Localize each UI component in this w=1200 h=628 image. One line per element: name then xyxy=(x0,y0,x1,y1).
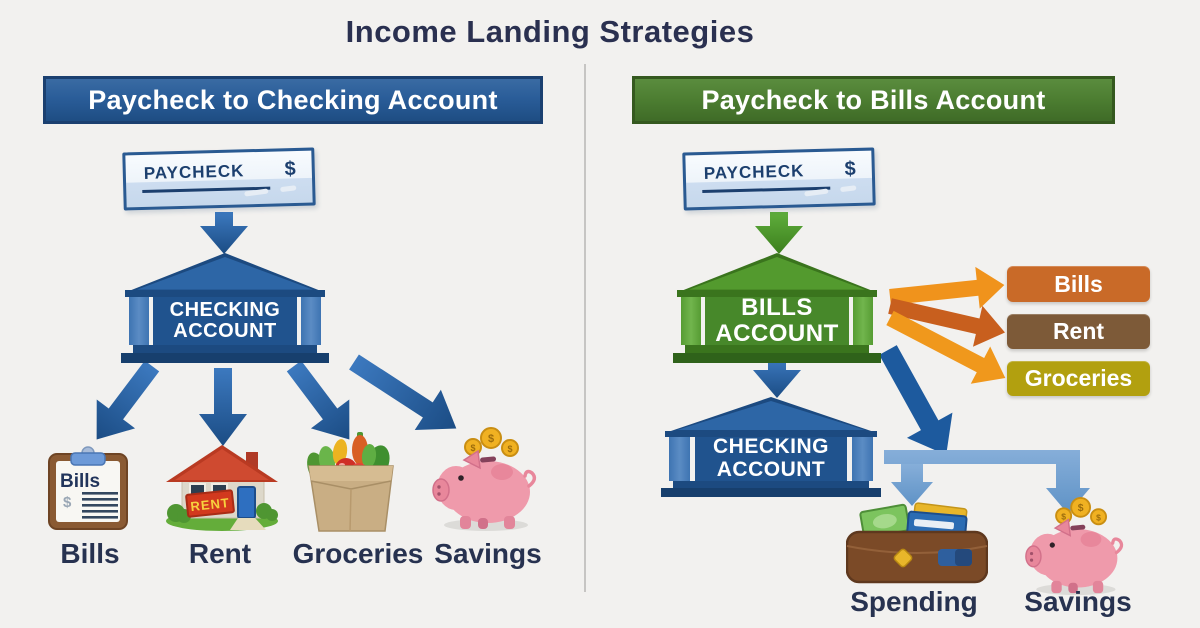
bank-column xyxy=(681,297,701,346)
house-bushes xyxy=(167,503,278,523)
arrow-bills-account-to-checking xyxy=(753,358,801,398)
tag-groceries: Groceries xyxy=(1007,361,1150,396)
wallet-clasp xyxy=(893,548,913,568)
arrow-bills-account-to-bills-tag xyxy=(889,266,1005,309)
bank-column xyxy=(851,437,873,481)
paycheck-currency: $ xyxy=(284,157,297,181)
paycheck-left: PAYCHECK $ xyxy=(122,147,316,211)
arrow-paycheck-to-bills-account xyxy=(755,212,803,254)
spending-wallet-icon xyxy=(846,502,988,584)
paycheck-right: PAYCHECK $ xyxy=(682,147,876,211)
bills-clipboard-icon: Bills $ xyxy=(48,446,128,530)
right-panel-header-label: Paycheck to Bills Account xyxy=(701,84,1046,115)
arrow-bills-account-to-groceries-tag xyxy=(886,310,1006,384)
coin-symbol: $ xyxy=(1078,503,1084,514)
label-spending: Spending xyxy=(850,586,978,617)
coin-symbol: $ xyxy=(470,443,475,453)
bank-column xyxy=(669,437,691,481)
coin-symbol: $ xyxy=(1061,512,1066,522)
bank-label: CHECKING ACCOUNT xyxy=(712,435,829,481)
panel-divider xyxy=(584,64,586,592)
rent-house-icon: RENT xyxy=(166,445,278,531)
bank-label: CHECKING ACCOUNT xyxy=(169,298,281,343)
coin-symbol: $ xyxy=(488,433,494,445)
paycheck-label: PAYCHECK xyxy=(143,161,245,183)
checking-account-bank-left: CHECKING ACCOUNT xyxy=(121,253,329,363)
bank-column xyxy=(853,297,873,346)
checking-account-bank-right: CHECKING ACCOUNT xyxy=(660,397,882,497)
right-panel-header: Paycheck to Bills Account xyxy=(632,76,1115,124)
arrow-checking-to-rent xyxy=(199,368,247,446)
left-panel-header: Paycheck to Checking Account xyxy=(43,76,543,124)
tag-rent: Rent xyxy=(1007,314,1150,349)
bank-label: BILLS ACCOUNT xyxy=(715,294,839,348)
bills-doc-lines xyxy=(82,492,118,519)
label-savings-right: Savings xyxy=(1024,586,1132,617)
bank-column xyxy=(129,297,149,346)
paycheck-dash xyxy=(840,185,857,193)
rent-sign-label: RENT xyxy=(190,495,231,514)
label-savings-left: Savings xyxy=(434,538,542,569)
savings-piggy-bank-icon-right: $ $ $ xyxy=(1025,496,1124,596)
arrow-bills-account-to-rent-tag xyxy=(888,298,1005,347)
paycheck-currency: $ xyxy=(844,157,857,181)
coin-symbol: $ xyxy=(1096,513,1101,523)
bills-doc-currency: $ xyxy=(63,494,72,511)
coins xyxy=(464,427,519,457)
paycheck-dash xyxy=(280,185,297,193)
rent-sign: RENT xyxy=(185,489,235,518)
bills-doc-title: Bills xyxy=(60,471,100,492)
savings-piggy-bank-icon: $ $ $ xyxy=(432,427,537,531)
label-rent: Rent xyxy=(188,538,252,569)
bank-column xyxy=(301,297,321,346)
label-bills: Bills xyxy=(60,538,120,569)
groceries-bag-icon xyxy=(307,432,394,532)
left-panel-header-label: Paycheck to Checking Account xyxy=(88,84,498,115)
coin-symbol: $ xyxy=(507,444,512,454)
arrow-paycheck-to-checking-left xyxy=(200,212,248,254)
label-groceries: Groceries xyxy=(292,538,424,569)
tag-bills: Bills xyxy=(1007,266,1150,302)
bills-account-bank: BILLS ACCOUNT xyxy=(673,253,881,363)
page-title: Income Landing Strategies xyxy=(345,14,755,49)
house-door xyxy=(237,486,256,519)
arrow-checking-to-bills xyxy=(96,360,160,440)
paycheck-label: PAYCHECK xyxy=(703,161,805,183)
